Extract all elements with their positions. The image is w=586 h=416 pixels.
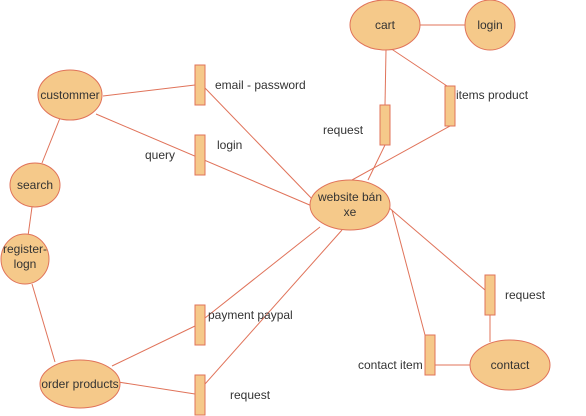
node-order-products: order products (39, 359, 121, 409)
node-order-products-label: order products (41, 377, 118, 391)
edge-order-payment (111, 325, 196, 367)
edge-cart-items (389, 47, 451, 89)
label-request-top: request (323, 123, 364, 137)
edge-request-website (367, 144, 386, 181)
node-login-top: login (464, 0, 516, 51)
edge-search-register (27, 206, 33, 237)
node-search-label: search (17, 178, 53, 192)
node-cart: cart (349, 0, 421, 51)
edge-customer-email (102, 84, 196, 97)
label-email-password: email - password (215, 78, 306, 92)
label-request-right: request (505, 288, 546, 302)
label-items-product: items product (456, 88, 529, 102)
node-customer-label: custommer (40, 88, 99, 102)
node-search: search (9, 162, 61, 208)
label-query: query (145, 148, 175, 162)
node-contact-label: contact (491, 358, 530, 372)
bar-login (194, 134, 206, 176)
edge-payment-website (204, 226, 321, 319)
label-payment: payment paypal (208, 308, 293, 322)
node-customer: custommer (37, 69, 103, 121)
node-login-top-label: login (477, 18, 502, 32)
node-contact: contact (469, 339, 551, 391)
bar-payment (194, 304, 206, 346)
edge-order-request (117, 381, 196, 395)
edge-cart-request (384, 49, 387, 106)
node-register: register- logn (0, 233, 50, 285)
bar-request-bottom (194, 374, 206, 416)
node-website: website bán xe (309, 179, 391, 231)
bar-request-right (484, 274, 496, 316)
bar-contact-item (424, 334, 436, 376)
node-register-label-2: logn (14, 257, 37, 271)
edge-register-order (31, 283, 56, 363)
label-login: login (217, 138, 242, 152)
edge-request-website-bottom (204, 229, 343, 385)
node-website-label-1: website bán (317, 190, 382, 204)
edge-items-website (351, 125, 451, 181)
bar-email-password (194, 64, 206, 106)
node-register-label-1: register- (3, 242, 47, 256)
bar-request-top (379, 104, 391, 146)
edge-email-website (204, 87, 316, 203)
label-contact-item: contact item (358, 358, 423, 372)
edges (27, 24, 491, 395)
edge-website-request-right (386, 205, 486, 291)
edge-website-contactitem (391, 209, 426, 336)
bar-items-product (444, 85, 456, 127)
node-cart-label: cart (375, 18, 396, 32)
edge-customer-search (41, 117, 61, 164)
label-request-bottom: request (230, 388, 271, 402)
node-website-label-2: xe (344, 205, 357, 219)
